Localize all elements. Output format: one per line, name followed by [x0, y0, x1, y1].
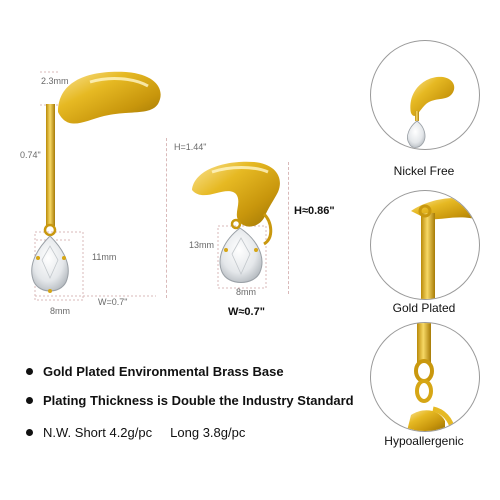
short-height-guide — [288, 162, 289, 294]
feature-label-gold-plated: Gold Plated — [392, 301, 456, 315]
chain-closeup-icon — [407, 323, 456, 431]
bullet-item: Plating Thickness is Double the Industry… — [26, 393, 354, 408]
bar-closeup-icon — [411, 198, 479, 299]
bullet-dot-icon — [26, 368, 33, 375]
dim-short-total-height: H≈0.86" — [294, 205, 335, 217]
bullet-item: N.W. Short 4.2g/pc Long 3.8g/pc — [26, 425, 245, 440]
dim-short-stone-width: 8mm — [236, 287, 256, 297]
feature-circle-hypoallergenic — [370, 322, 480, 432]
feature-circle-nickel-free — [370, 40, 480, 150]
feature-circle-gold-plated — [370, 190, 480, 300]
dim-short-total-width: W≈0.7" — [228, 306, 265, 318]
dim-bar-length: 0.74" — [20, 150, 41, 160]
short-earring-figure — [184, 158, 294, 298]
earring-top-closeup-icon — [407, 76, 455, 148]
dim-long-total-width: W=0.7" — [98, 297, 128, 307]
bullet-text: Plating Thickness is Double the Industry… — [43, 393, 354, 408]
bullet-dot-icon — [26, 397, 33, 404]
dim-long-total-height: H=1.44" — [174, 142, 207, 152]
long-earring-image — [31, 71, 161, 301]
dim-long-stone-width: 8mm — [50, 306, 70, 316]
feature-label-hypoallergenic: Hypoallergenic — [384, 434, 464, 448]
long-height-guide — [166, 138, 167, 298]
bullet-text: N.W. Short 4.2g/pc Long 3.8g/pc — [43, 425, 246, 440]
dim-short-stone-height: 13mm — [189, 240, 215, 250]
bullet-item: Gold Plated Environmental Brass Base — [26, 364, 284, 379]
bullet-dot-icon — [26, 429, 33, 436]
bullet-text: Gold Plated Environmental Brass Base — [43, 364, 284, 379]
dim-top-thickness: 2.3mm — [41, 76, 69, 86]
long-earring-figure — [30, 60, 180, 310]
feature-label-nickel-free: Nickel Free — [393, 164, 455, 178]
short-earring-image — [192, 161, 280, 289]
dim-long-stone-height: 11mm — [92, 252, 117, 262]
